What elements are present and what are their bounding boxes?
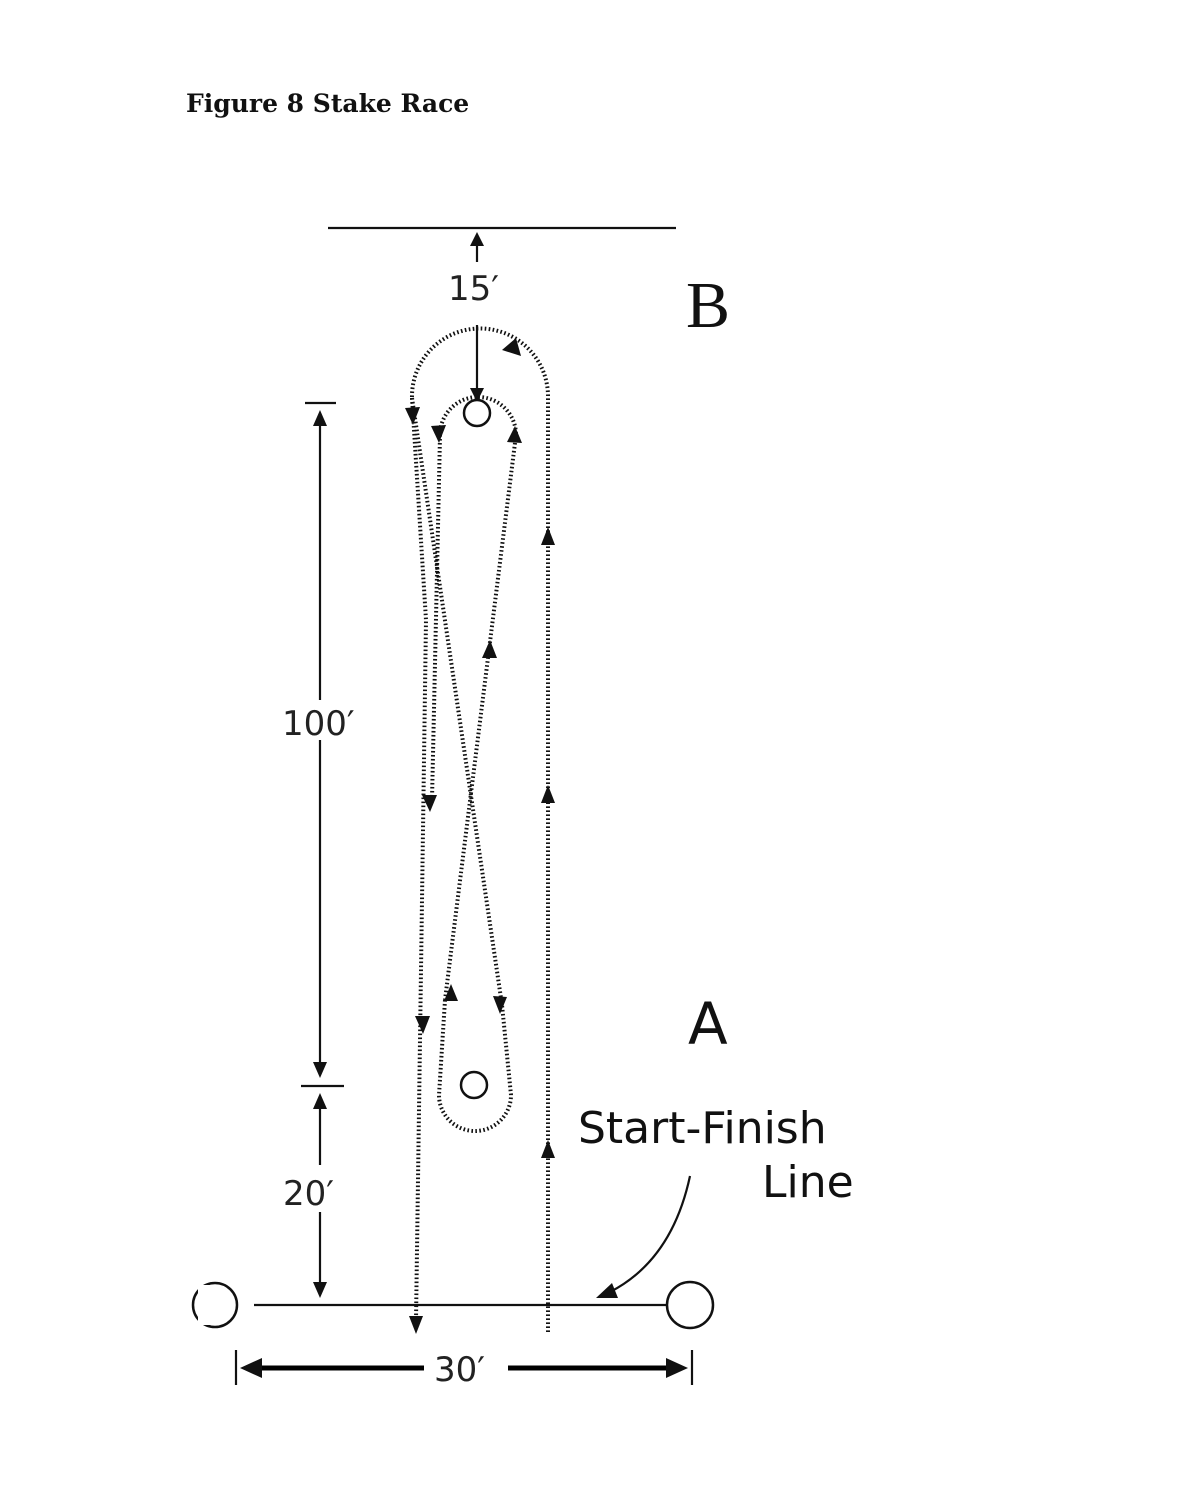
near-stake (459, 1070, 489, 1100)
dimension-30ft-label: 30′ (434, 1350, 485, 1390)
start-finish-label-line2: Line (762, 1157, 854, 1208)
dimension-15ft-label: 15′ (448, 269, 499, 309)
dimension-100ft: 100′ (282, 401, 355, 1078)
dimension-30ft: 30′ (234, 1350, 694, 1390)
end-a-label: A (688, 990, 728, 1058)
dimension-20ft: 20′ (283, 1093, 334, 1298)
riding-path (409, 326, 550, 1332)
start-finish-label-line1: Start-Finish (578, 1103, 827, 1154)
dimension-15ft: 15′ (448, 232, 499, 402)
dimension-100ft-label: 100′ (282, 704, 355, 744)
far-stake (462, 398, 492, 428)
path-direction-arrows (405, 338, 555, 1334)
figure-title: Figure 8 Stake Race (186, 89, 469, 118)
start-finish-pointer-arrow (596, 1175, 692, 1298)
right-start-marker (665, 1280, 715, 1330)
end-b-label: B (686, 269, 730, 342)
start-finish-line (191, 1280, 715, 1330)
dimension-20ft-label: 20′ (283, 1174, 334, 1214)
